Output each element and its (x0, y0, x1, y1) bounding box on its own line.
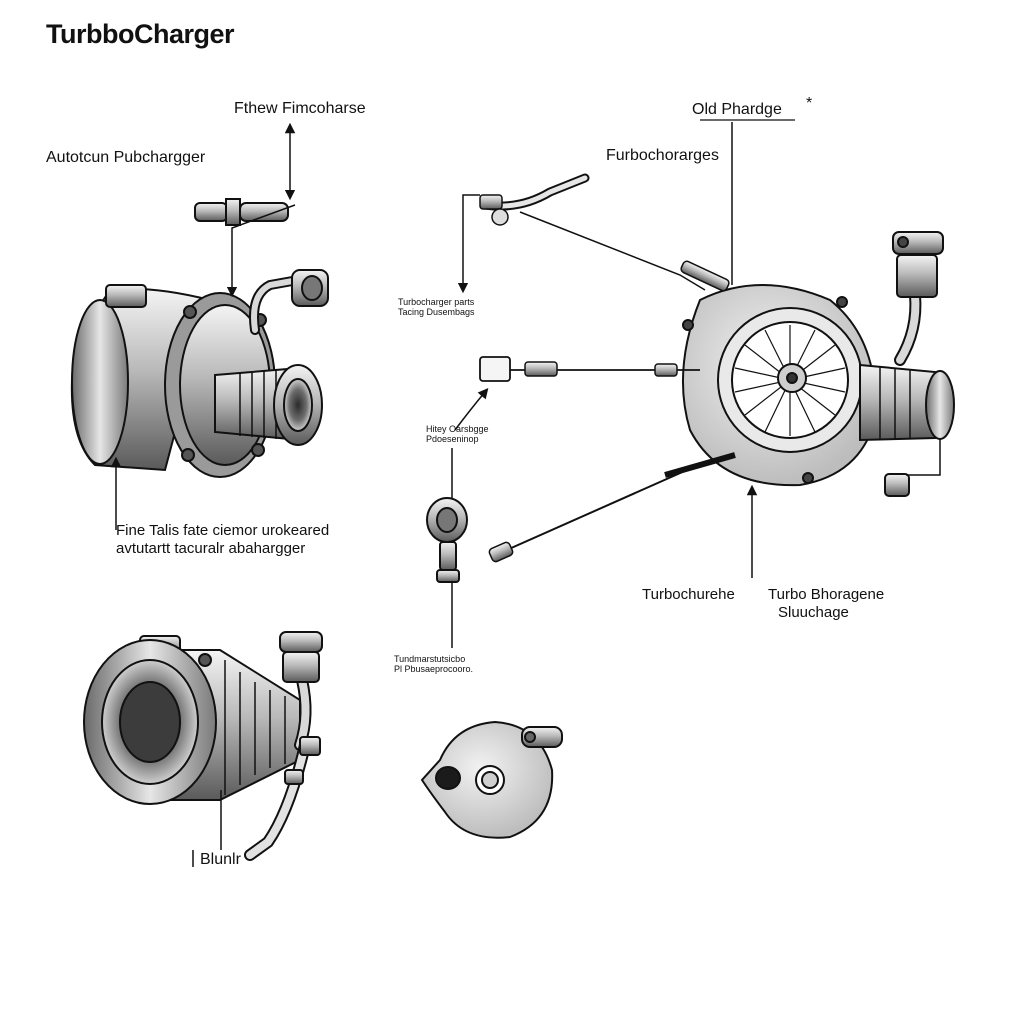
turbo-unit-right (681, 231, 955, 497)
caption-left-line2: avtutartt tacuralr abahargger (116, 540, 306, 557)
label-turbochurehe: Turbochurehe (642, 586, 735, 603)
label-small-1: Turbocharger parts Tacing Dusembags (398, 297, 475, 318)
turbo-unit-bottom-left (83, 631, 323, 861)
label-blunlr: Blunlr (200, 851, 241, 868)
caption-left: Fine Talis fate ciemor urokeared avtutar… (116, 522, 329, 558)
label-small-3: Tundmarstutsicbo Pl Pbusaeprocooro. (394, 654, 473, 675)
label-top-center: Fthew Fimcoharse (234, 100, 366, 117)
label-small-1-line1: Turbocharger parts (398, 297, 475, 307)
label-small-2: Hitey Oarsbgge Pdoeseninop (426, 424, 489, 445)
label-small-2-line2: Pdoeseninop (426, 434, 479, 445)
label-turbo-bhoragene-line2: Sluuchage (778, 604, 849, 621)
caption-left-line1: Fine Talis fate ciemor urokeared (116, 522, 330, 539)
label-small-2-line1: Hitey Oarsbgge (426, 424, 489, 434)
label-turbo-bhoragene: Turbo Bhoragene Sluuchage (768, 586, 884, 622)
turbo-unit-top-left (70, 198, 329, 478)
leader-lines (110, 122, 941, 867)
sensor-part (426, 497, 468, 583)
label-small-3-line1: Tundmarstutsicbo (394, 654, 466, 664)
label-top-left: Autotcun Pubchargger (46, 149, 206, 166)
label-turbo-bhoragene-line1: Turbo Bhoragene (768, 586, 885, 603)
linkage-rods (479, 173, 736, 563)
label-old-phardge: Old Phardge (692, 101, 782, 118)
label-small-3-line2: Pl Pbusaeprocooro. (394, 664, 474, 675)
label-furbochorarges: Furbochorarges (606, 147, 719, 164)
label-small-1-line2: Tacing Dusembags (398, 307, 475, 318)
cover-disc (420, 720, 563, 839)
label-star: * (806, 95, 813, 112)
diagram-title: TurbboCharger (46, 19, 235, 49)
